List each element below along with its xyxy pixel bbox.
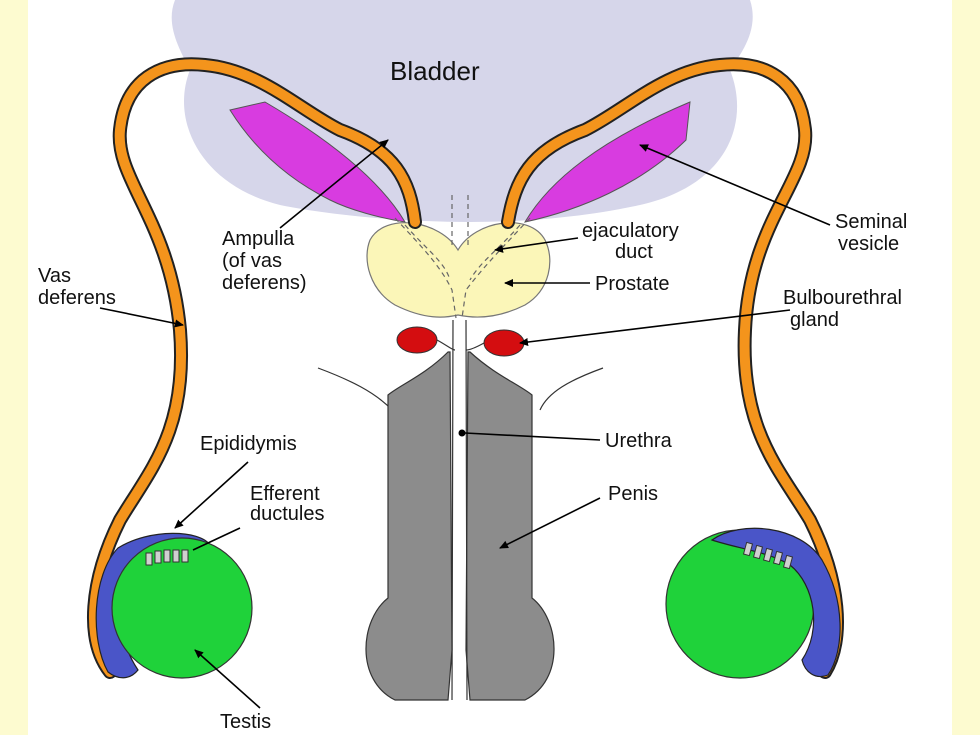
testis-left <box>111 537 253 679</box>
seminal-vesicle-left <box>229 101 406 223</box>
label-vas-line2: deferens <box>38 287 116 309</box>
pelvic-line-left <box>317 367 393 411</box>
pelvic-line-right <box>539 367 604 411</box>
label-seminal-line1: Seminal <box>835 211 907 233</box>
penis-right-half <box>465 351 555 701</box>
prostate-shape <box>366 222 551 318</box>
label-epididymis: Epididymis <box>200 433 297 455</box>
label-vas-line1: Vas <box>38 265 71 287</box>
efferent-ductules-right <box>742 541 794 570</box>
leader-arrows <box>99 139 831 709</box>
label-ejaculatory-line2: duct <box>615 241 653 263</box>
label-ampulla-line2: (of vas <box>222 250 282 272</box>
label-ampulla-line1: Ampulla <box>222 228 295 250</box>
vas-deferens <box>87 57 844 679</box>
bulbourethral-gland-left <box>396 326 438 354</box>
label-prostate: Prostate <box>595 273 669 295</box>
label-testis: Testis <box>220 711 271 733</box>
label-bladder: Bladder <box>390 56 480 86</box>
seminal-vesicle-right <box>523 101 691 223</box>
label-efferent-line2: ductules <box>250 503 325 525</box>
label-seminal-line2: vesicle <box>838 233 899 255</box>
urethra-dot <box>458 429 466 437</box>
label-penis: Penis <box>608 483 658 505</box>
label-bulbourethral-line1: Bulbourethral <box>783 287 902 309</box>
penis-left-half <box>365 351 453 701</box>
label-urethra: Urethra <box>605 430 673 452</box>
ejaculatory-ducts <box>394 195 531 319</box>
label-ampulla-line3: deferens) <box>222 272 307 294</box>
bulbourethral-gland-right <box>483 329 525 357</box>
efferent-ductules-left <box>145 549 189 566</box>
label-bulbourethral-line2: gland <box>790 309 839 331</box>
label-ejaculatory-line1: ejaculatory <box>582 220 679 242</box>
urethra-channel <box>451 319 468 701</box>
label-efferent-line1: Efferent <box>250 483 320 505</box>
